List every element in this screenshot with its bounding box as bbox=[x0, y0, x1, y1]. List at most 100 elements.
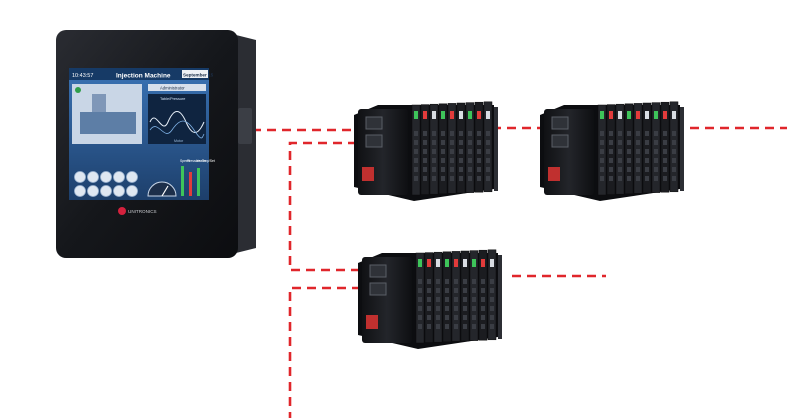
hmi-round-button[interactable] bbox=[113, 171, 125, 183]
status-led bbox=[441, 111, 445, 119]
terminal-slot bbox=[618, 158, 622, 163]
hmi-graph-wave-1 bbox=[149, 111, 205, 133]
terminal-slot bbox=[441, 167, 445, 172]
hmi-round-button[interactable] bbox=[126, 185, 138, 197]
terminal-slot bbox=[423, 167, 427, 172]
terminal-slot bbox=[600, 140, 604, 145]
terminal-slot bbox=[627, 158, 631, 163]
status-led bbox=[450, 111, 454, 119]
terminal-slot bbox=[463, 315, 467, 320]
terminal-slot bbox=[672, 176, 676, 181]
terminal-slot bbox=[472, 297, 476, 302]
hmi-date-box bbox=[182, 70, 208, 78]
hmi-top-bar bbox=[69, 68, 209, 80]
terminal-slot bbox=[459, 167, 463, 172]
status-led bbox=[423, 111, 427, 119]
io-slice bbox=[624, 103, 634, 195]
terminal-slot bbox=[427, 279, 431, 284]
terminal-slot bbox=[468, 149, 472, 154]
terminal-slot bbox=[481, 297, 485, 302]
terminal-slot bbox=[427, 315, 431, 320]
status-led bbox=[636, 111, 640, 119]
terminal-slot bbox=[618, 131, 622, 136]
hmi-gauge bbox=[147, 181, 177, 197]
terminal-slot bbox=[654, 131, 658, 136]
terminal-slot bbox=[663, 149, 667, 154]
terminal-slot bbox=[490, 297, 494, 302]
terminal-slot bbox=[423, 158, 427, 163]
io-slice bbox=[669, 101, 679, 193]
terminal-slot bbox=[477, 167, 481, 172]
terminal-slot bbox=[441, 158, 445, 163]
hmi-meter-label-tmpset: Tmp/Set bbox=[202, 159, 215, 163]
terminal-slot bbox=[654, 149, 658, 154]
hmi-round-button[interactable] bbox=[74, 185, 86, 197]
status-led bbox=[454, 259, 458, 267]
terminal-slot bbox=[609, 149, 613, 154]
hmi-meter-bar bbox=[189, 172, 192, 196]
terminal-slot bbox=[423, 176, 427, 181]
terminal-slot bbox=[645, 131, 649, 136]
io-module-bottom bbox=[358, 249, 502, 349]
io-module-top-left bbox=[354, 101, 498, 201]
terminal-slot bbox=[454, 288, 458, 293]
terminal-slot bbox=[645, 149, 649, 154]
terminal-slot bbox=[432, 131, 436, 136]
terminal-slot bbox=[436, 288, 440, 293]
terminal-slot bbox=[450, 167, 454, 172]
hmi-round-button[interactable] bbox=[87, 171, 99, 183]
terminal-slot bbox=[663, 158, 667, 163]
terminal-slot bbox=[441, 140, 445, 145]
terminal-slot bbox=[427, 297, 431, 302]
status-led bbox=[486, 111, 490, 119]
terminal-slot bbox=[423, 140, 427, 145]
terminal-slot bbox=[618, 167, 622, 172]
terminal-slot bbox=[445, 324, 449, 329]
terminal-slot bbox=[627, 149, 631, 154]
terminal-slot bbox=[459, 149, 463, 154]
terminal-slot bbox=[490, 315, 494, 320]
terminal-slot bbox=[436, 315, 440, 320]
status-led bbox=[414, 111, 418, 119]
hmi-graph-title: Table/Pressure bbox=[160, 97, 185, 101]
hmi-app-title: Injection Machine bbox=[116, 73, 171, 80]
dip-switch bbox=[362, 167, 374, 181]
status-led bbox=[663, 111, 667, 119]
terminal-slot bbox=[472, 288, 476, 293]
hmi-meter-bar bbox=[181, 166, 184, 196]
io-slice bbox=[469, 250, 479, 341]
io-slice bbox=[465, 102, 475, 193]
terminal-slot bbox=[463, 306, 467, 311]
terminal-slot bbox=[450, 140, 454, 145]
hmi-round-button[interactable] bbox=[113, 185, 125, 197]
io-slice bbox=[474, 101, 484, 193]
terminal-slot bbox=[486, 158, 490, 163]
terminal-slot bbox=[672, 131, 676, 136]
terminal-slot bbox=[463, 297, 467, 302]
hmi-round-button[interactable] bbox=[100, 185, 112, 197]
terminal-slot bbox=[445, 315, 449, 320]
terminal-slot bbox=[654, 140, 658, 145]
hmi-round-button[interactable] bbox=[74, 171, 86, 183]
terminal-slot bbox=[600, 149, 604, 154]
terminal-slot bbox=[477, 176, 481, 181]
terminal-slot bbox=[436, 324, 440, 329]
hmi-round-button[interactable] bbox=[87, 185, 99, 197]
hmi-round-button[interactable] bbox=[126, 171, 138, 183]
terminal-slot bbox=[490, 324, 494, 329]
terminal-slot bbox=[450, 149, 454, 154]
hmi-round-button[interactable] bbox=[100, 171, 112, 183]
hmi-graph-subtitle: Motor bbox=[174, 139, 184, 143]
terminal-slot bbox=[432, 167, 436, 172]
terminal-slot bbox=[609, 167, 613, 172]
terminal-slot bbox=[481, 288, 485, 293]
terminal-slot bbox=[418, 279, 422, 284]
terminal-slot bbox=[477, 131, 481, 136]
hmi-touch-panel: 10:43:57 Injection Machine September 15 … bbox=[56, 30, 256, 258]
ethernet-port bbox=[369, 282, 387, 296]
hmi-date: September 15 bbox=[183, 73, 214, 78]
terminal-slot bbox=[445, 288, 449, 293]
module-end-plate bbox=[494, 107, 498, 191]
terminal-slot bbox=[472, 279, 476, 284]
terminal-slot bbox=[472, 324, 476, 329]
